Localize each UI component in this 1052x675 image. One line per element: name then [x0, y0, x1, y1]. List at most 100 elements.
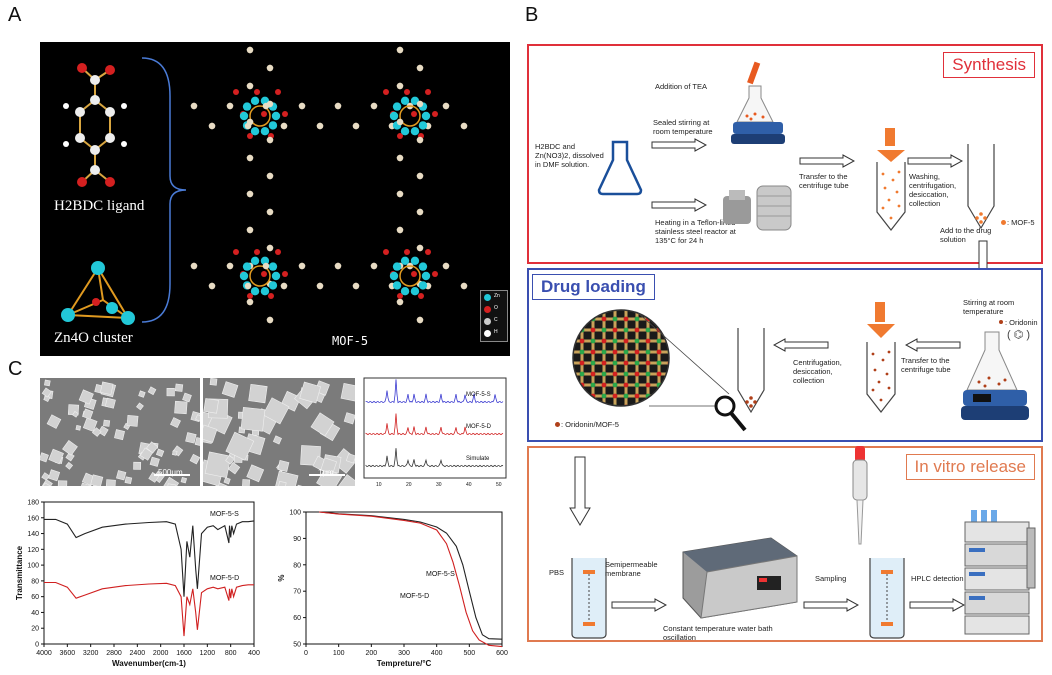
lattice-node	[601, 327, 607, 333]
crystal-particle	[155, 448, 165, 457]
lattice-node	[579, 371, 585, 377]
crystal-particle	[209, 378, 218, 386]
arrow-left-icon	[773, 338, 829, 352]
arrow-down-icon	[569, 456, 591, 526]
oxygen-atom	[397, 293, 403, 299]
crystal-particle	[320, 457, 337, 475]
y-tick-label: 80	[293, 562, 301, 569]
carbon-atom	[370, 262, 378, 270]
zinc-atom	[268, 262, 278, 271]
lattice-node	[623, 371, 629, 377]
legend-zn: Zn	[494, 293, 500, 299]
centrifuge-tube-icon	[876, 128, 906, 231]
cluster-bond	[249, 265, 271, 287]
x-axis-label: Wavenumber(cm-1)	[112, 659, 186, 668]
zinc-atom	[242, 102, 252, 111]
zinc-atom	[421, 271, 431, 281]
carbon-atom	[246, 46, 254, 54]
xrd-tick-label: 20	[406, 482, 412, 488]
x-tick-label: 0	[304, 650, 308, 657]
sem-scale-bar-1: 500μm	[158, 468, 183, 477]
framework-label: MOF-5	[332, 334, 369, 348]
lattice-node	[573, 316, 574, 322]
y-tick-label: 60	[31, 594, 39, 601]
xrd-tick-label: 10	[376, 482, 382, 488]
lattice-node	[623, 349, 629, 355]
legend-o: O	[494, 305, 498, 311]
crystal-particle	[242, 479, 251, 486]
sampling-label: Sampling	[815, 574, 847, 583]
panel-label-a: A	[8, 4, 22, 26]
crystal-particle	[171, 450, 178, 456]
h2bdc-molecule-icon	[63, 63, 127, 187]
carbon-atom	[416, 64, 424, 72]
carbon-atom	[396, 226, 404, 234]
x-tick-label: 4000	[36, 650, 52, 657]
plot-frame	[43, 501, 255, 645]
y-tick-label: 90	[293, 536, 301, 543]
carbon-atom	[246, 154, 254, 162]
zinc-atom	[250, 256, 260, 265]
zinc-atom	[418, 262, 428, 271]
lattice-node	[623, 327, 629, 333]
synthesis-title: Synthesis	[943, 52, 1035, 78]
lattice-node	[623, 382, 629, 388]
drug-loading-box: Drug loading Stirring at room temperatur…	[527, 268, 1043, 442]
carbon-atom	[370, 102, 378, 110]
lattice-node	[573, 393, 574, 399]
crystal-particle	[277, 460, 290, 472]
atom-legend: Zn O C H	[480, 290, 508, 342]
lattice-node	[579, 316, 585, 322]
x-tick-label: 200	[365, 650, 377, 657]
centrifugation-label: Centrifugation, desiccation, collection	[793, 358, 842, 385]
zinc-atom	[260, 256, 270, 265]
washing-label: Washing, centrifugation, desiccation, co…	[909, 172, 957, 208]
crystal-particle	[345, 453, 355, 464]
carbon-atom	[262, 262, 270, 270]
crystal-particle	[82, 417, 98, 432]
lattice-node	[634, 360, 640, 366]
lattice-node	[612, 327, 618, 333]
carbon-atom	[208, 282, 216, 290]
carbon-atom	[416, 100, 424, 108]
lattice-node	[601, 316, 607, 322]
xrd-series-label: MOF-5-S	[466, 392, 491, 398]
crystal-particle	[209, 481, 237, 486]
arrow-right-icon	[907, 154, 963, 168]
crystal-particle	[337, 474, 355, 486]
crystal-particle	[100, 381, 114, 395]
zinc-atom	[250, 287, 260, 296]
x-tick-label: 800	[225, 650, 237, 657]
lattice-node	[573, 338, 574, 344]
carbon-atom	[460, 282, 468, 290]
scale-bar	[154, 474, 190, 476]
lattice-node	[579, 393, 585, 399]
oridonin-mof-dot-icon	[555, 422, 560, 427]
pbs-label: PBS	[549, 568, 565, 577]
lattice-node	[656, 371, 662, 377]
oxygen-atom	[275, 89, 281, 95]
mof5-structure-panel: H2BDC ligand Zn4O cluster MOF-5 Zn O C H	[40, 42, 510, 356]
lattice-node	[645, 338, 651, 344]
carbon-atom	[442, 102, 450, 110]
crystal-particle	[139, 447, 154, 461]
crystal-particle	[116, 470, 127, 481]
lattice-node	[634, 316, 640, 322]
crystal-particle	[221, 381, 239, 398]
zinc-atom	[410, 287, 420, 296]
lattice-node	[601, 360, 607, 366]
lattice-node	[623, 393, 629, 399]
lattice-node	[573, 327, 574, 333]
panel-label-b: B	[525, 4, 539, 26]
lattice-node	[590, 404, 596, 406]
zinc-atom	[400, 287, 410, 296]
arrow-right-icon	[651, 138, 707, 152]
lattice-node	[573, 310, 574, 311]
lattice-node	[623, 360, 629, 366]
crystal-particle	[240, 406, 266, 432]
y-axis-label: %	[277, 574, 286, 581]
lattice-node	[601, 338, 607, 344]
